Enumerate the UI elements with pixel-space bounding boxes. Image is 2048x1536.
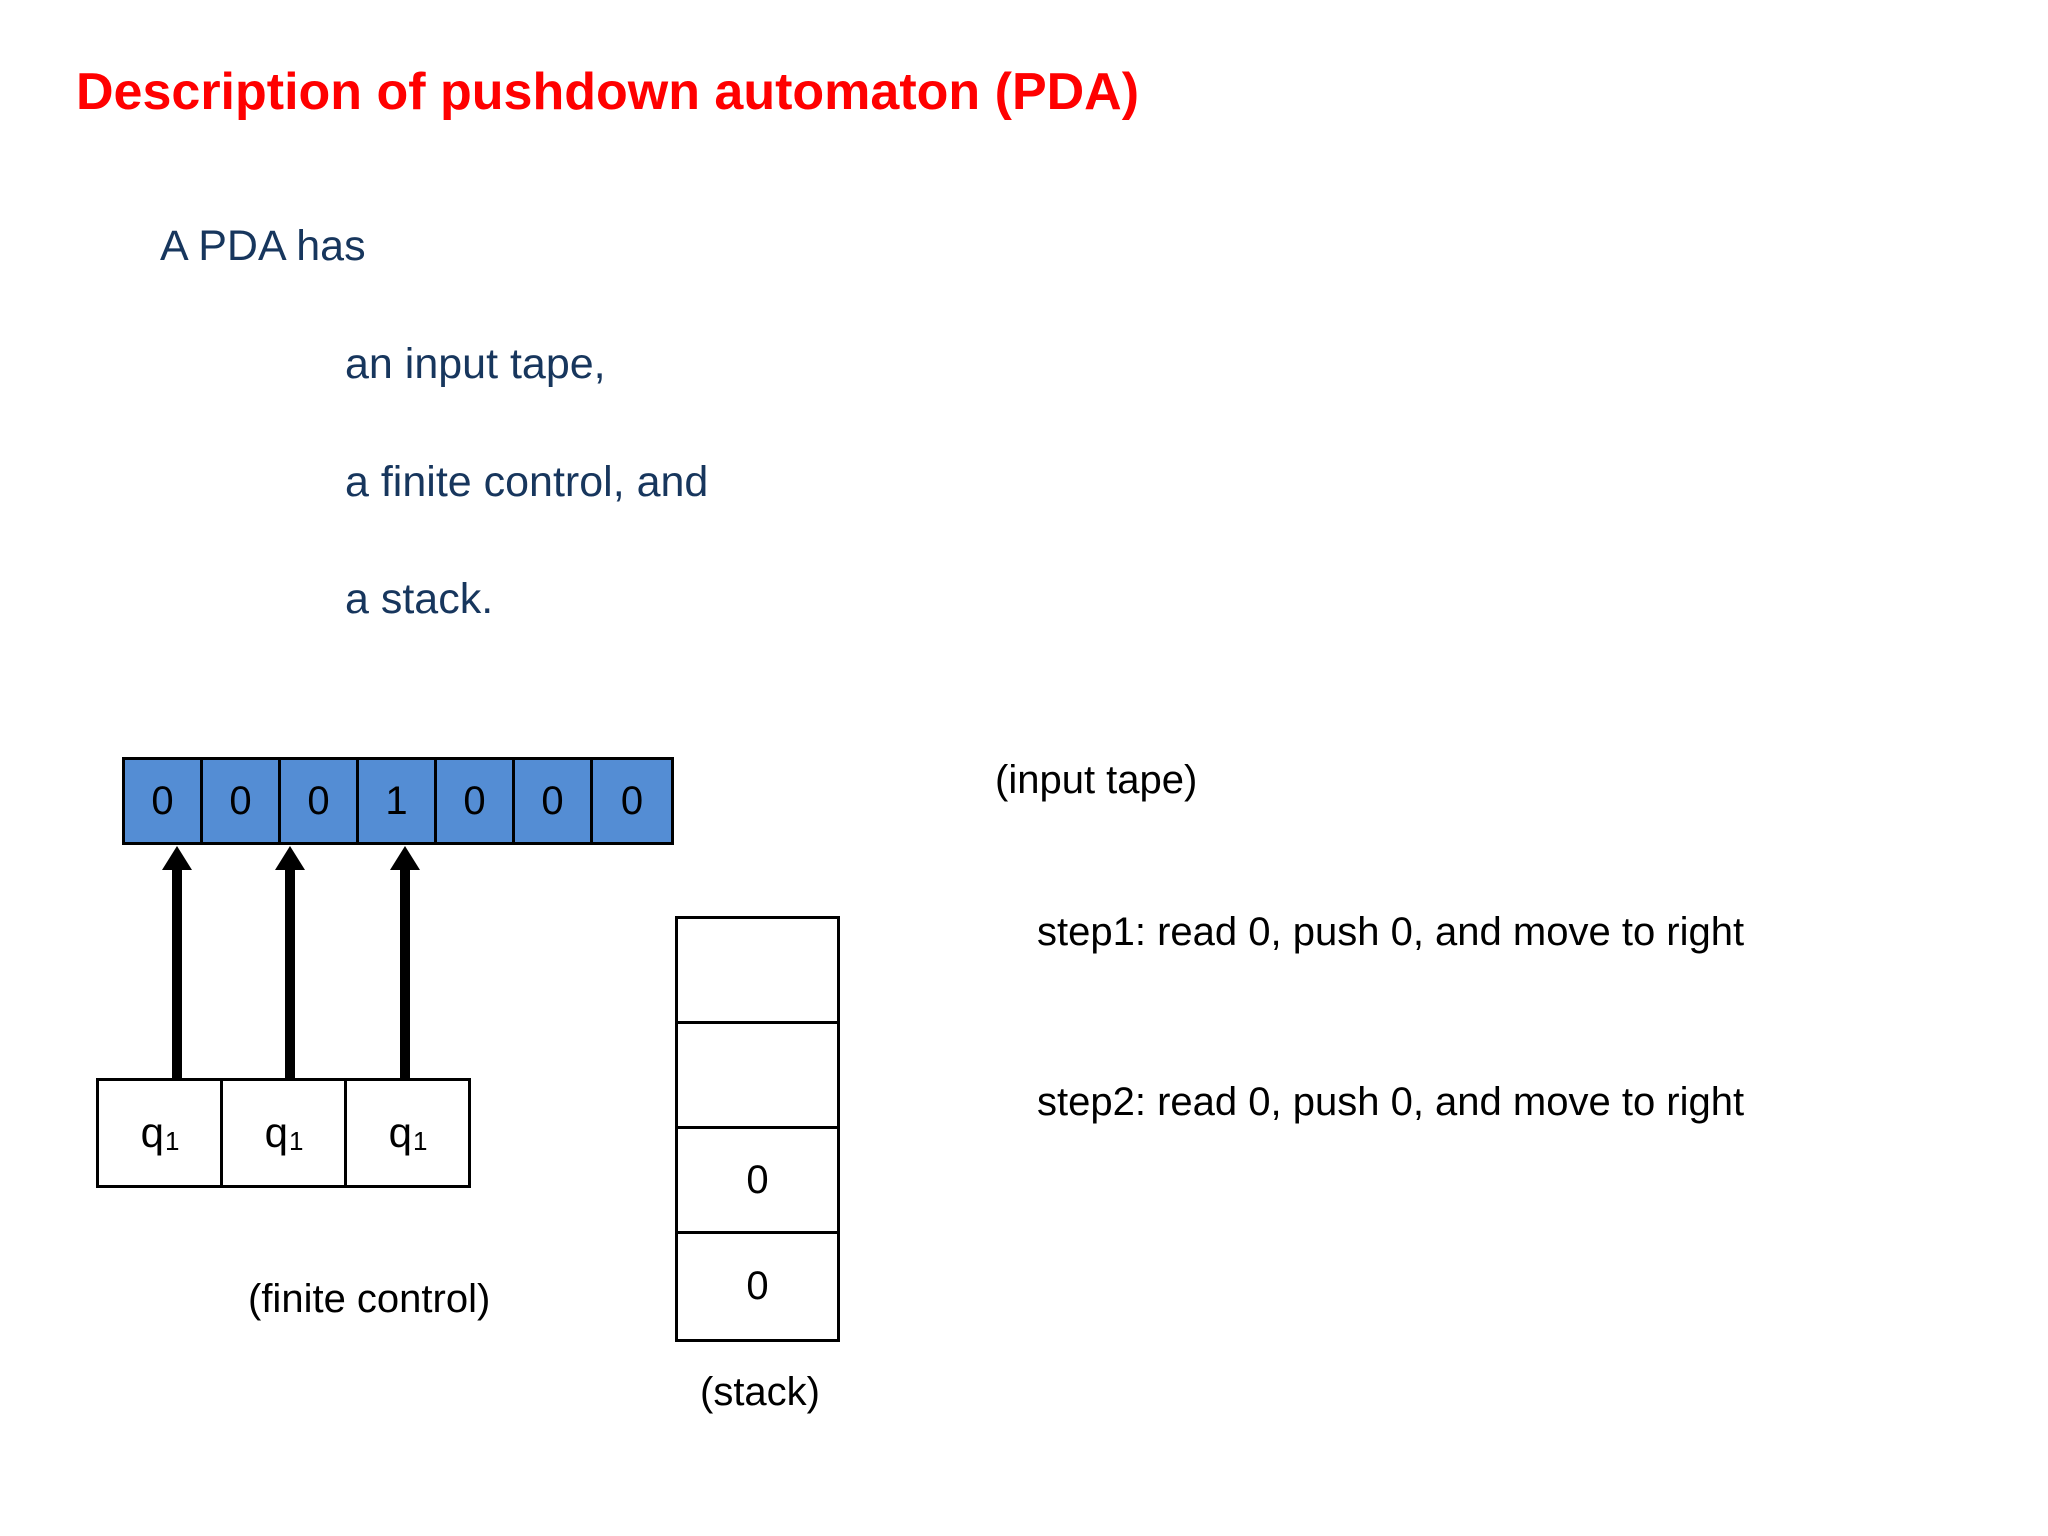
tape-cell: 1 <box>359 760 437 842</box>
read-head-arrow-icon <box>162 846 192 1080</box>
arrow-shaft <box>285 868 295 1080</box>
tape-cell: 0 <box>281 760 359 842</box>
state-subscript: 1 <box>412 1125 428 1156</box>
arrow-shaft <box>400 868 410 1080</box>
tape-cell: 0 <box>125 760 203 842</box>
body-line-a-pda-has: A PDA has <box>160 222 366 270</box>
stack-cell: 0 <box>678 1234 837 1339</box>
state-subscript: 1 <box>164 1125 180 1156</box>
body-line-finite-control: a finite control, and <box>345 458 709 506</box>
stack: 0 0 <box>675 916 840 1342</box>
arrow-head <box>275 846 305 870</box>
finite-control-label: (finite control) <box>248 1277 491 1321</box>
tape-cell: 0 <box>437 760 515 842</box>
read-head-arrow-icon <box>275 846 305 1080</box>
stack-cell <box>678 1024 837 1129</box>
arrow-head <box>390 846 420 870</box>
tape-cell: 0 <box>203 760 281 842</box>
stack-cell <box>678 919 837 1024</box>
state-label: q <box>264 1109 288 1156</box>
arrow-shaft <box>172 868 182 1080</box>
step1-label: step1: read 0, push 0, and move to right <box>1037 910 1745 954</box>
input-tape-label: (input tape) <box>995 758 1198 802</box>
tape-cell: 0 <box>593 760 671 842</box>
arrow-head <box>162 846 192 870</box>
stack-label: (stack) <box>700 1370 820 1414</box>
body-line-stack: a stack. <box>345 575 494 623</box>
read-head-arrow-icon <box>390 846 420 1080</box>
body-line-input-tape: an input tape, <box>345 340 606 388</box>
step2-label: step2: read 0, push 0, and move to right <box>1037 1080 1745 1124</box>
state-label: q <box>388 1109 412 1156</box>
state-subscript: 1 <box>288 1125 304 1156</box>
tape-cell: 0 <box>515 760 593 842</box>
page-title: Description of pushdown automaton (PDA) <box>76 63 1140 121</box>
input-tape: 0 0 0 1 0 0 0 <box>122 757 674 845</box>
stack-cell: 0 <box>678 1129 837 1234</box>
state-label: q <box>140 1109 164 1156</box>
